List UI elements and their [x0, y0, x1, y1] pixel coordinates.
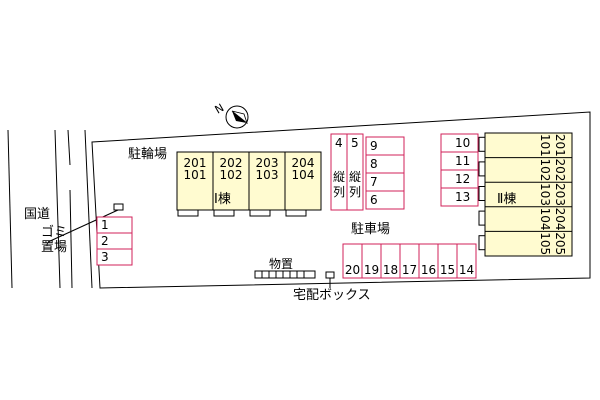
building-2-body	[484, 132, 573, 257]
tandem-label-2: 列	[333, 185, 345, 199]
tandem-label-1: 縦	[349, 170, 361, 184]
building-2-unit-upper: 205	[553, 232, 567, 255]
building-1-unit-upper: 201	[184, 156, 207, 170]
parking-number: 7	[370, 175, 378, 189]
road	[7, 129, 93, 289]
parking-vertical: 4 縦列 5 縦列	[330, 133, 364, 211]
road-label: 国道	[24, 207, 50, 222]
parking-number: 19	[364, 263, 379, 277]
parking-number: 18	[383, 263, 398, 277]
parking-space-tandem	[346, 133, 364, 211]
parking-bottom: 20 19 18 17 16 15 14	[342, 243, 477, 279]
storage-units	[254, 270, 316, 279]
building-2-label: Ⅱ棟	[497, 192, 516, 207]
parking-number: 12	[455, 172, 470, 186]
parking-number: 9	[370, 139, 378, 153]
building-1-balcony	[213, 209, 235, 217]
building-2-balcony	[478, 161, 486, 177]
building-1-unit-upper: 202	[220, 156, 243, 170]
parking-label: 駐車場	[351, 222, 390, 237]
parking-number: 16	[421, 263, 436, 277]
parking-right: 10 11 12 13	[440, 133, 479, 207]
building-2-balcony	[478, 186, 486, 201]
building-2-unit-lower: 103	[538, 183, 552, 206]
tandem-label-1: 縦	[333, 170, 345, 184]
parking-number: 13	[455, 190, 470, 204]
building-1-balcony	[249, 209, 271, 217]
parking-number: 15	[440, 263, 455, 277]
parking-mid: 9 8 7 6	[365, 136, 405, 210]
building-2-balcony	[478, 235, 486, 251]
north-arrow-icon: N	[213, 101, 249, 129]
garbage-label-line1: ゴミ	[41, 224, 67, 240]
parking-number: 2	[101, 234, 109, 248]
bicycle-label: 駐輪場	[128, 146, 167, 162]
building-1-balcony	[285, 209, 307, 217]
building-2-unit-lower: 104	[538, 208, 552, 231]
building-1-unit-upper: 204	[292, 156, 315, 170]
building-2-unit-upper: 201	[553, 134, 567, 157]
garbage-label-line2: 置場	[41, 240, 67, 255]
parking-number: 3	[101, 250, 109, 264]
parking-number: 10	[455, 136, 470, 150]
delivery-box-mark	[325, 271, 335, 279]
building-2-unit-upper: 204	[553, 208, 567, 231]
building-2-unit-lower: 102	[538, 158, 552, 181]
building-1-unit-upper: 203	[256, 156, 279, 170]
garbage-box	[113, 203, 124, 211]
parking-space	[440, 187, 479, 207]
tandem-label-2: 列	[349, 185, 361, 199]
building-2-balcony	[478, 136, 486, 152]
parking-number: 5	[351, 136, 359, 150]
building-2-unit-lower: 101	[538, 134, 552, 157]
building-1-label: Ⅰ棟	[214, 192, 231, 207]
building-1-unit-lower: 102	[220, 168, 243, 182]
parking-number: 17	[402, 263, 417, 277]
parking-space	[365, 190, 405, 210]
parking-number: 14	[459, 263, 474, 277]
building-2-unit-lower: 105	[538, 232, 552, 255]
parking-number: 20	[345, 263, 360, 277]
building-1-unit-lower: 103	[256, 168, 279, 182]
building-2-unit-upper: 203	[553, 183, 567, 206]
parking-number: 8	[370, 157, 378, 171]
parking-number: 1	[101, 218, 109, 232]
building-2-unit-upper: 202	[553, 158, 567, 181]
storage-label: 物置	[269, 257, 293, 271]
parking-bottom-block	[342, 243, 477, 279]
north-label: N	[213, 101, 227, 116]
building-1-unit-lower: 101	[184, 168, 207, 182]
delivery-box-label: 宅配ボックス	[293, 288, 371, 303]
building-1-unit-lower: 104	[292, 168, 315, 182]
parking-number: 6	[370, 193, 378, 207]
parking-left: 1 2 3	[96, 216, 133, 266]
parking-number: 4	[335, 136, 343, 150]
parking-space	[96, 248, 133, 266]
building-2-balcony	[478, 210, 486, 226]
building-1-balcony	[177, 209, 199, 217]
parking-number: 11	[455, 154, 470, 168]
